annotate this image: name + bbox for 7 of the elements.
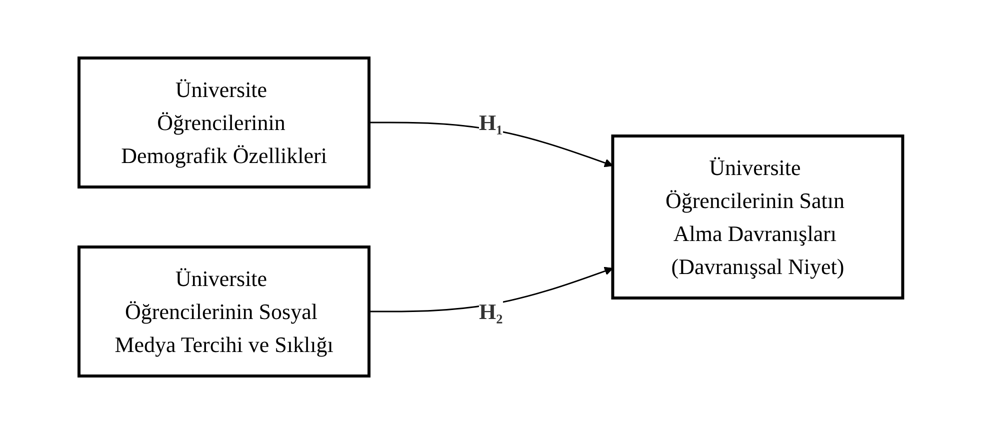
edge-label: H₂ xyxy=(478,299,502,324)
node-box: Üniversite Öğrencilerinin Satın Alma Davranışları (Davranışsal Niyet) xyxy=(610,134,904,300)
edge-label: H₁ xyxy=(478,110,502,135)
arrow xyxy=(368,266,613,312)
arrow xyxy=(368,122,613,168)
node-box: Üniversite Öğrencilerinin Demografik Özellikleri xyxy=(77,56,370,188)
node-box: Üniversite Öğrencilerinin Sosyal Medya Tercihi ve Sıklığı xyxy=(77,246,370,378)
